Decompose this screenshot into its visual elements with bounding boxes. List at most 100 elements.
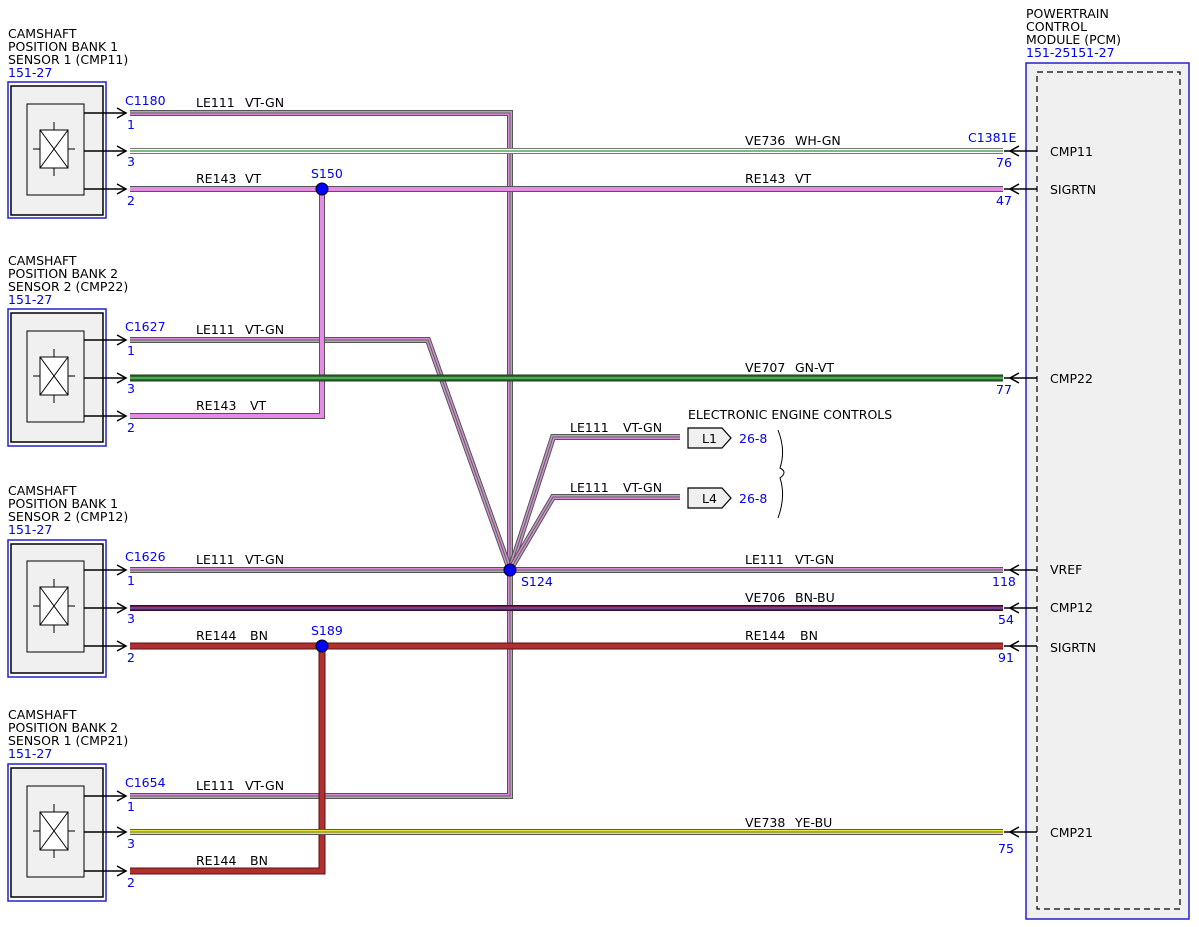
pin-arrow-icon (116, 183, 128, 195)
splices: S150 S124 S189 (311, 166, 553, 653)
pcm-pin-number: 47 (996, 193, 1012, 208)
wire-color-label: WH-GN (795, 133, 841, 148)
sensor-ref: 151-27 (8, 292, 52, 307)
reference-tag-l1 (687, 427, 732, 449)
pcm-pin-name: SIGRTN (1050, 640, 1096, 655)
sensor-ref: 151-27 (8, 522, 52, 537)
pcm-connector-label: C1381E (968, 130, 1017, 145)
wire-circuit-label: LE111 (570, 420, 609, 435)
connector-label: C1180 (125, 93, 166, 108)
pcm-pin-name: VREF (1050, 562, 1082, 577)
eec-title: ELECTRONIC ENGINE CONTROLS (688, 407, 892, 422)
wire-color-label: BN-BU (795, 590, 835, 605)
wire-circuit-label: LE111 (196, 552, 235, 567)
pcm-pin-number: 91 (998, 650, 1014, 665)
pin-number: 2 (127, 420, 135, 435)
pin-arrow-icon (116, 145, 128, 157)
splice-s150-label: S150 (311, 166, 343, 181)
pin-arrow-icon (116, 564, 128, 576)
pin-arrow-icon (116, 640, 128, 652)
splice-s124-dot (503, 563, 517, 577)
wires (130, 110, 1003, 875)
sensor-title: POSITION BANK 2 (8, 720, 118, 735)
eec-references: ELECTRONIC ENGINE CONTROLS L1 26-8 L4 26… (687, 407, 892, 519)
reference-page-link[interactable]: 26-8 (739, 491, 767, 506)
wire-re144 (130, 642, 1003, 875)
reference-tag-label: L1 (702, 431, 717, 446)
sensor-cmp21: CAMSHAFT POSITION BANK 2 SENSOR 1 (CMP21… (7, 707, 166, 902)
pin-arrow-icon (116, 826, 128, 838)
pcm-pin-number: 75 (998, 841, 1014, 856)
sensor-cmp12: CAMSHAFT POSITION BANK 1 SENSOR 2 (CMP12… (7, 483, 166, 678)
pcm-title: MODULE (PCM) (1026, 32, 1121, 47)
wire-color-label: VT (795, 171, 812, 186)
pcm-pin-number: 118 (992, 574, 1016, 589)
sensor-title: CAMSHAFT (8, 483, 77, 498)
pcm-pin-name: CMP12 (1050, 600, 1093, 615)
connector-label: C1627 (125, 319, 166, 334)
pcm-pin-sigrtn-91: 91 SIGRTN (998, 640, 1096, 665)
wire-le111-cmp11 (130, 110, 513, 570)
wire-circuit-label: RE143 (196, 398, 236, 413)
pcm-pin-name: CMP21 (1050, 825, 1093, 840)
splice-s124-label: S124 (521, 574, 553, 589)
wire-circuit-label: LE111 (570, 480, 609, 495)
pcm-pin-number: 77 (996, 382, 1012, 397)
wire-circuit-label: LE111 (196, 95, 235, 110)
connector-label: C1626 (125, 549, 166, 564)
sensor-title: SENSOR 2 (CMP12) (8, 509, 128, 524)
wire-color-label: VT-GN (245, 552, 284, 567)
wire-circuit-label: RE144 (196, 853, 236, 868)
pin-number: 3 (127, 836, 135, 851)
pin-number: 1 (127, 117, 135, 132)
pin-arrow-icon (1008, 602, 1020, 614)
pin-number: 1 (127, 573, 135, 588)
pcm-pin-vref: 118 VREF (992, 562, 1082, 589)
pcm-title: POWERTRAIN (1026, 6, 1109, 21)
pcm-pin-sigrtn-47: 47 SIGRTN (996, 182, 1096, 208)
pcm-pin-cmp11: 76 CMP11 (996, 144, 1093, 170)
pin-number: 2 (127, 875, 135, 890)
pin-number: 1 (127, 343, 135, 358)
sensor-title: SENSOR 2 (CMP22) (8, 279, 128, 294)
wire-circuit-label: LE111 (196, 778, 235, 793)
pin-number: 2 (127, 193, 135, 208)
wire-circuit-label: RE143 (196, 171, 236, 186)
wire-le111-l4 (507, 494, 680, 572)
splice-s150-dot (315, 182, 329, 196)
pin-arrow-icon (1008, 826, 1020, 838)
wire-circuit-label: RE143 (745, 171, 785, 186)
wire-circuit-label: RE144 (745, 628, 785, 643)
reference-page-link[interactable]: 26-8 (739, 431, 767, 446)
sensor-title: CAMSHAFT (8, 253, 77, 268)
pcm-ref: 151-25151-27 (1026, 45, 1115, 60)
pin-arrow-icon (1008, 183, 1020, 195)
reference-tag-l4 (687, 487, 732, 509)
wire-circuit-label: LE111 (745, 552, 784, 567)
brace-icon (777, 429, 785, 519)
pcm-pin-name: CMP11 (1050, 144, 1093, 159)
splice-s189-dot (315, 639, 329, 653)
wire-circuit-label: LE111 (196, 322, 235, 337)
wire-color-label: GN-VT (795, 360, 834, 375)
pin-number: 2 (127, 650, 135, 665)
pin-number: 3 (127, 381, 135, 396)
wire-circuit-label: VE707 (745, 360, 785, 375)
wire-color-label: VT-GN (245, 322, 284, 337)
wire-color-label: VT-GN (245, 95, 284, 110)
wire-circuit-label: VE736 (745, 133, 785, 148)
wire-color-label: YE-BU (794, 815, 832, 830)
wire-circuit-label: VE706 (745, 590, 785, 605)
sensor-title: POSITION BANK 2 (8, 266, 118, 281)
wire-color-label: BN (800, 628, 818, 643)
sensor-title: SENSOR 1 (CMP11) (8, 52, 128, 67)
pcm-pin-number: 76 (996, 155, 1012, 170)
connector-label: C1654 (125, 775, 166, 790)
sensor-ref: 151-27 (8, 746, 52, 761)
pcm-pin-name: SIGRTN (1050, 182, 1096, 197)
sensor-cmp11: CAMSHAFT POSITION BANK 1 SENSOR 1 (CMP11… (7, 26, 166, 219)
wire-labels: LE111 VT-GN VE736 WH-GN RE143 VT RE143 V… (196, 95, 841, 868)
sensor-title: POSITION BANK 1 (8, 496, 118, 511)
pin-arrow-icon (116, 602, 128, 614)
